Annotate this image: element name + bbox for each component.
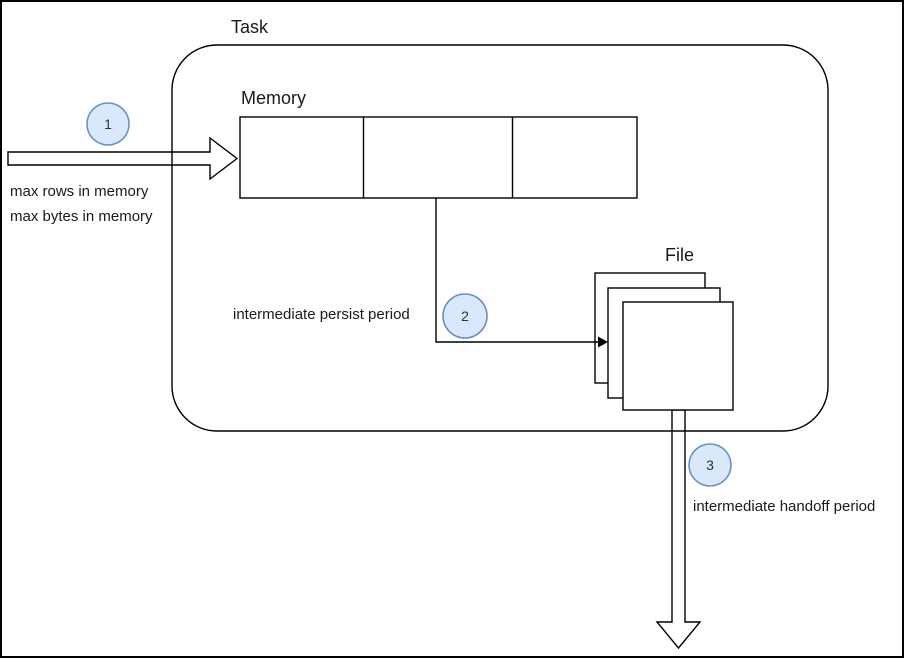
step-1-label-line1: max rows in memory xyxy=(10,183,149,200)
step-3-label: intermediate handoff period xyxy=(693,498,875,515)
step-1-label-line2: max bytes in memory xyxy=(10,208,153,225)
step-badge-2 xyxy=(442,293,488,339)
persist-connector-arrowhead-icon xyxy=(598,336,608,348)
step-badge-1-number: 1 xyxy=(104,116,112,132)
step-2-label: intermediate persist period xyxy=(233,306,410,323)
step-badge-2-number: 2 xyxy=(461,308,469,324)
persist-connector xyxy=(435,198,598,343)
file-sheet-front xyxy=(622,301,734,411)
step-badge-1 xyxy=(86,102,130,146)
task-label: Task xyxy=(231,17,269,37)
step-badge-3-number: 3 xyxy=(706,457,714,473)
step-badge-3 xyxy=(688,443,732,487)
input-arrow xyxy=(7,136,239,181)
memory-box xyxy=(239,116,638,199)
file-label: File xyxy=(665,245,694,265)
memory-label: Memory xyxy=(241,88,306,108)
handoff-arrow xyxy=(655,409,702,650)
task-container-box xyxy=(171,44,829,432)
